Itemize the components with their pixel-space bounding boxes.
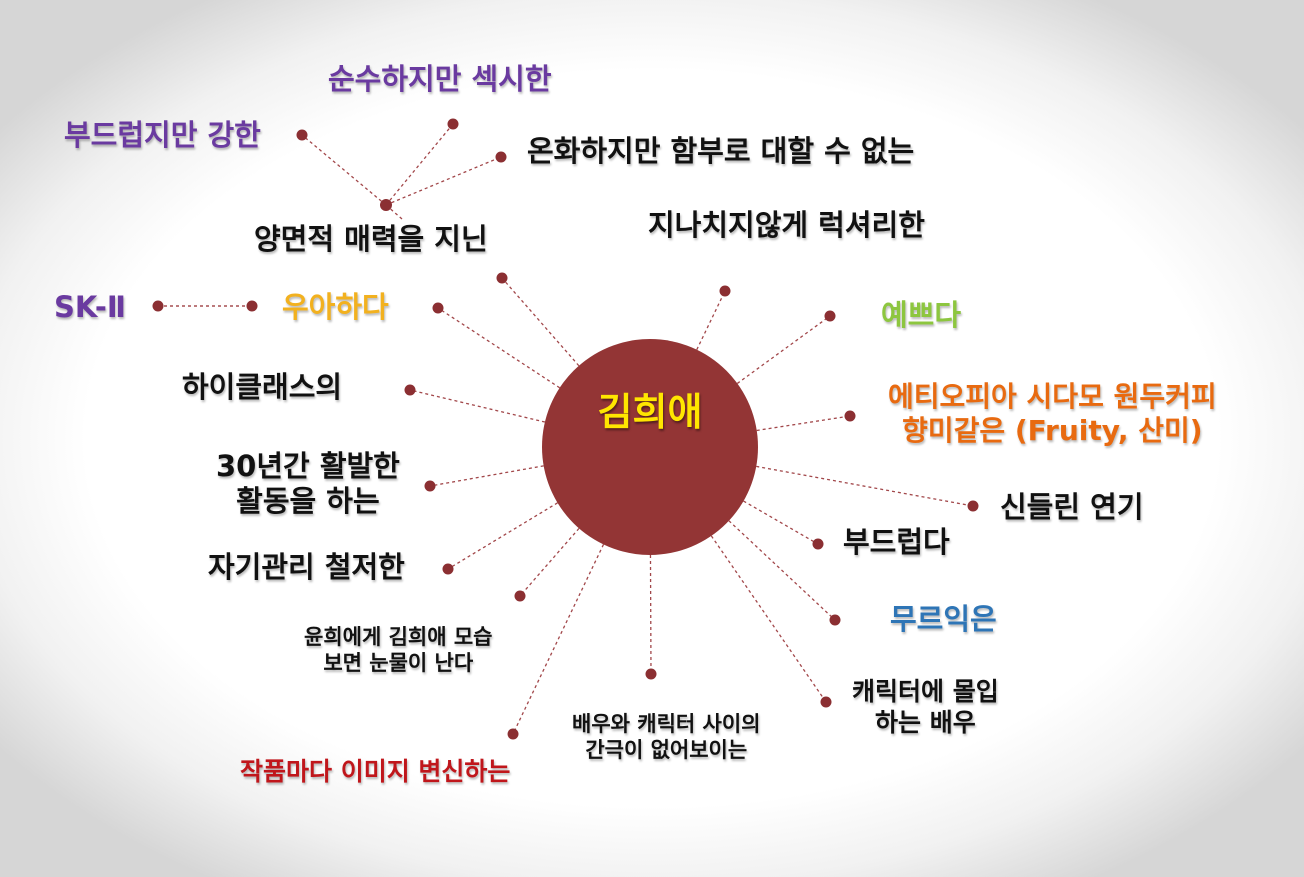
node-label-line: 하는 배우	[875, 707, 976, 737]
node-label-line: 배우와 캐릭터 사이의	[572, 712, 761, 736]
connector-yeppeuda	[736, 315, 831, 384]
node-label-line: 윤희에게 김희애 모습	[304, 625, 493, 649]
dot-character	[820, 696, 832, 708]
connector-busdeureopjiman	[301, 134, 387, 206]
connector-yangmyeon	[501, 277, 580, 367]
connector-sindeullin	[756, 465, 974, 507]
connector-uahada	[437, 307, 561, 389]
node-label-line: SK-Ⅱ	[54, 290, 126, 324]
node-label-line: 향미같은 (Fruity, 산미)	[902, 414, 1203, 448]
connector-ethiopia	[756, 415, 851, 432]
center-title: 김희애	[597, 390, 703, 434]
node-label-line: 30년간 활발한	[216, 449, 400, 483]
node-label-line: 신들린 연기	[1000, 490, 1144, 524]
node-label-line: 작품마다 이미지 변신하는	[240, 757, 511, 786]
dot-highclass	[404, 384, 416, 396]
node-label-budeureopda: 부드럽다	[843, 525, 950, 560]
connector-dots	[152, 118, 979, 740]
node-label-line: 보면 눈물이 난다	[323, 650, 474, 675]
node-label-line: 예쁘다	[881, 298, 962, 332]
node-label-line: 우아하다	[282, 290, 389, 324]
node-label-yeppeuda: 예쁘다	[881, 298, 961, 333]
dot-30nyeon	[424, 480, 436, 492]
dot-yeppeuda	[824, 310, 836, 322]
connector-budeureopda	[743, 500, 819, 545]
connector-highclass	[409, 389, 546, 423]
node-label-line: 부드럽다	[843, 525, 950, 559]
dot-yangmyeon	[496, 272, 508, 284]
node-label-line: 순수하지만 섹시한	[328, 62, 552, 96]
node-label-sindeullin: 신들린 연기	[1000, 490, 1144, 525]
dot-luxury	[719, 285, 731, 297]
node-label-sk2: SK-Ⅱ	[54, 290, 126, 325]
dot-sk2-partner	[246, 300, 258, 312]
node-label-line: 무르익은	[890, 602, 997, 636]
node-label-luxury: 지나치지않게 럭셔리한	[648, 208, 925, 243]
dot-onhwa	[495, 151, 507, 163]
connector-30nyeon	[429, 465, 544, 487]
node-label-busdeureopjiman: 부드럽지만 강한	[64, 118, 261, 153]
dot-hub	[380, 199, 392, 211]
connector-yunhui	[519, 527, 580, 597]
connector-lines	[158, 123, 974, 735]
node-label-line: 활동을 하는	[236, 484, 380, 519]
node-label-line: 하이클래스의	[182, 370, 343, 404]
node-label-line: 지나치지않게 럭셔리한	[648, 208, 925, 242]
center-node	[542, 339, 758, 555]
dot-baewoo	[645, 668, 657, 680]
node-label-onhwa: 온화하지만 함부로 대할 수 없는	[527, 134, 914, 169]
dot-ethiopia	[844, 410, 856, 422]
node-label-line: 자기관리 철저한	[208, 550, 405, 584]
connector-onhwa	[385, 156, 502, 206]
dot-sk2	[152, 300, 164, 312]
node-label-line: 간극이 없어보이는	[585, 737, 748, 762]
connector-baewoo	[649, 554, 652, 675]
connector-luxury	[696, 290, 726, 350]
node-label-jakpum: 작품마다 이미지 변신하는	[240, 757, 510, 788]
node-label-line: 캐릭터에 몰입	[852, 677, 999, 706]
connector-character	[710, 535, 827, 703]
node-label-line: 에티오피아 시다모 원두커피	[888, 380, 1217, 413]
connector-jakpum	[512, 544, 605, 735]
dot-uahada	[432, 302, 444, 314]
node-label-line: 온화하지만 함부로 대할 수 없는	[527, 134, 915, 168]
node-label-uahada: 우아하다	[282, 290, 389, 325]
node-label-highclass: 하이클래스의	[182, 370, 342, 405]
connector-sunsu	[385, 123, 454, 206]
dot-jagigwanri	[442, 563, 454, 575]
dot-sindeullin	[967, 500, 979, 512]
dot-yunhui	[514, 590, 526, 602]
dot-budeureopda	[812, 538, 824, 550]
dot-sunsu	[447, 118, 459, 130]
node-label-sunsu: 순수하지만 섹시한	[328, 62, 552, 97]
node-label-line: 부드럽지만 강한	[64, 118, 261, 152]
dot-jakpum	[507, 728, 519, 740]
connector-jagigwanri	[447, 502, 558, 570]
node-label-line: 양면적 매력을 지닌	[254, 222, 488, 256]
dot-mureuigeun	[829, 614, 841, 626]
node-label-mureuigeun: 무르익은	[890, 602, 997, 637]
node-label-yangmyeon: 양면적 매력을 지닌	[254, 222, 488, 257]
node-label-jagigwanri: 자기관리 철저한	[208, 550, 405, 585]
connector-mureuigeun	[728, 520, 836, 621]
dot-busdeureopjiman	[296, 129, 308, 141]
